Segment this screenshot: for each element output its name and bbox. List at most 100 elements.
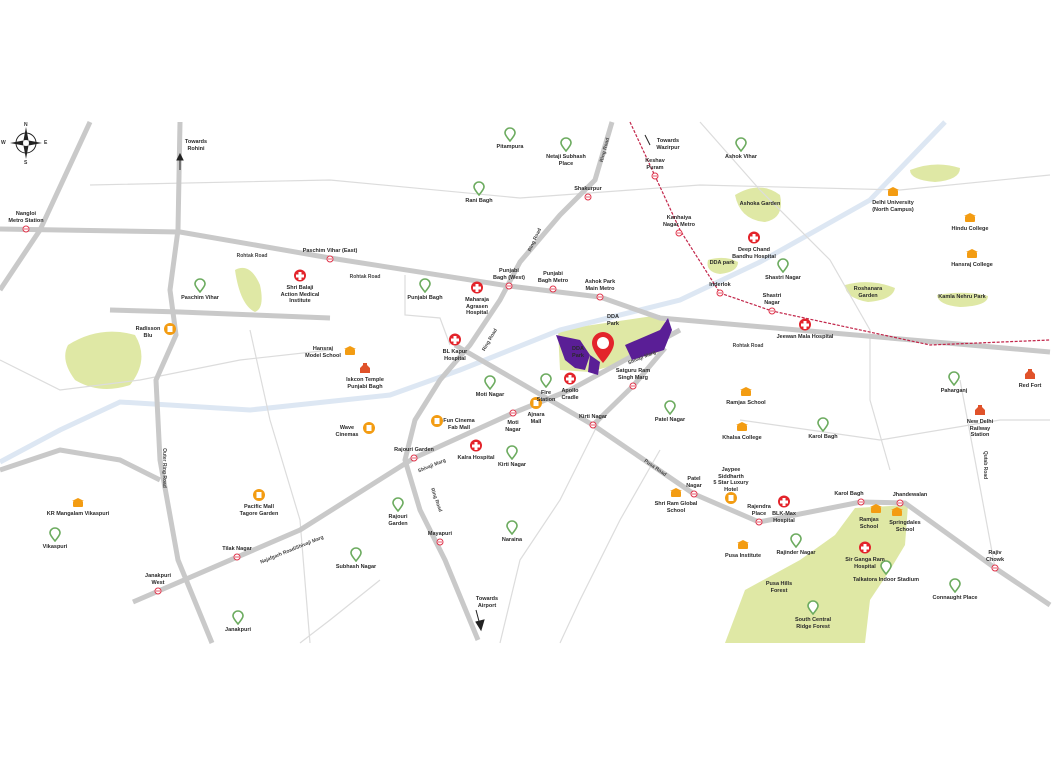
school-label: Hansraj College: [951, 262, 993, 268]
school-icon: [670, 485, 682, 503]
metro-station-icon[interactable]: [549, 280, 557, 298]
metro-station-icon[interactable]: [509, 404, 517, 422]
road-label: Rohtak Road: [732, 343, 764, 349]
landmark-icon: [358, 361, 372, 379]
metro-station-icon[interactable]: [896, 494, 904, 512]
school-icon: [891, 504, 903, 522]
landmark-label: New Delhi Railway Station: [966, 419, 994, 438]
road-label: Qutab Road: [982, 450, 988, 480]
school-icon: [737, 537, 749, 555]
mall-icon: [363, 421, 375, 439]
school-icon: [344, 343, 356, 361]
localitie-label: Patel Nagar: [654, 417, 686, 423]
metro-station-icon[interactable]: [596, 288, 604, 306]
metro-station-icon[interactable]: [991, 559, 999, 577]
metro-station-icon[interactable]: [690, 485, 698, 503]
school-icon: [870, 501, 882, 519]
hospital-icon: [859, 541, 872, 559]
metro-station-icon[interactable]: [768, 302, 776, 320]
school-label: Shri Ram Global School: [654, 501, 698, 514]
location-pin-icon: [473, 181, 485, 201]
location-pin-icon: [664, 400, 676, 420]
mall-label: Ajnara Mall: [527, 412, 545, 425]
metro-station-label: Kanhaiya Nagar Metro: [662, 215, 696, 228]
school-icon: [736, 419, 748, 437]
park-area: [707, 257, 738, 274]
hospital-label: Jeewan Mala Hospital: [776, 334, 834, 340]
location-pin-icon: [880, 560, 892, 580]
hospital-icon: [294, 269, 307, 287]
metro-station-icon[interactable]: [651, 167, 659, 185]
metro-station-icon[interactable]: [505, 277, 513, 295]
localitie-label: South Central Ridge Forest: [794, 617, 832, 630]
school-icon: [887, 184, 899, 202]
metro-station-label: Tilak Nagar: [222, 546, 252, 552]
metro-station-label: Kirti Nagar: [578, 414, 608, 420]
metro-station-icon[interactable]: [629, 377, 637, 395]
metro-station-icon[interactable]: [436, 533, 444, 551]
localitie-label: Rani Bagh: [465, 198, 493, 204]
location-pin-icon: [484, 375, 496, 395]
project-site: [556, 318, 672, 375]
metro-station-label: Janakpuri West: [145, 573, 171, 586]
location-pin-icon: [540, 373, 552, 393]
metro-station-icon[interactable]: [22, 220, 30, 238]
localitie-label: Paharganj: [940, 388, 968, 394]
location-pin-icon: [560, 137, 572, 157]
park-area: [937, 292, 988, 307]
compass-east: E: [44, 140, 48, 146]
hospital-icon: [471, 281, 484, 299]
metro-station-icon[interactable]: [675, 224, 683, 242]
location-pin-icon: [350, 547, 362, 567]
metro-station-icon[interactable]: [326, 250, 334, 268]
location-pin-icon: [194, 278, 206, 298]
localitie-label: Punjabi Bagh: [407, 295, 443, 301]
localitie-label: Connaught Place: [932, 595, 978, 601]
localitie-label: Netaji Subhash Place: [546, 154, 586, 167]
metro-station-label: Jhandewalan: [892, 492, 928, 498]
metro-station-icon[interactable]: [154, 582, 162, 600]
school-label: Hansraj Model School: [305, 346, 341, 359]
direction-arrows: [176, 134, 651, 632]
metro-station-label: Inderlok: [709, 282, 731, 288]
park-label: Roshanara Garden: [853, 286, 883, 299]
compass-north: N: [24, 122, 28, 128]
park-area: [735, 187, 781, 222]
metro-station-icon[interactable]: [584, 188, 592, 206]
direction-label: Towards Wazirpur: [656, 138, 680, 151]
hospital-label: Maharaja Agrasen Hospital: [465, 297, 489, 316]
metro-station-icon[interactable]: [410, 449, 418, 467]
project-location-pin[interactable]: [592, 332, 614, 363]
metro-station-label: Nangloi Metro Station: [8, 211, 44, 224]
metro-station-label: Karol Bagh: [834, 491, 864, 497]
hospital-icon: [778, 495, 791, 513]
metro-station-icon[interactable]: [233, 548, 241, 566]
park-label: DDA park: [709, 260, 735, 266]
localitie-label: Kirti Nagar: [497, 462, 527, 468]
hospital-label: Deep Chand Bandhu Hospital: [732, 247, 776, 260]
mall-icon: [164, 322, 176, 340]
metro-station-icon[interactable]: [589, 416, 597, 434]
metro-station-label: Mayapuri: [427, 531, 453, 537]
drain: [0, 120, 947, 465]
localitie-label: Moti Nagar: [475, 392, 505, 398]
metro-station-icon[interactable]: [857, 493, 865, 511]
landmark-label: Red Fort: [1018, 383, 1042, 389]
hospital-icon: [564, 372, 577, 390]
mall-icon: [530, 396, 542, 414]
metro-station-icon[interactable]: [716, 284, 724, 302]
mall-label: Pacific Mall Tagore Garden: [239, 504, 279, 517]
school-label: Ramjas School: [859, 517, 879, 530]
metro-station-label: Rajiv Chowk: [985, 550, 1005, 563]
hospital-label: Shri Balaji Action Medical Institute: [280, 285, 320, 304]
school-icon: [964, 210, 976, 228]
compass-south: S: [24, 160, 28, 166]
metro-station-icon[interactable]: [755, 513, 763, 531]
location-pin-icon: [777, 258, 789, 278]
localitie-label: Paschim Vihar: [181, 295, 219, 301]
location-pin-icon: [807, 600, 819, 620]
metro-station-label: Rajouri Garden: [394, 447, 434, 453]
metro-station-label: Punjabi Bagh Metro: [537, 271, 569, 284]
location-pin-icon: [735, 137, 747, 157]
